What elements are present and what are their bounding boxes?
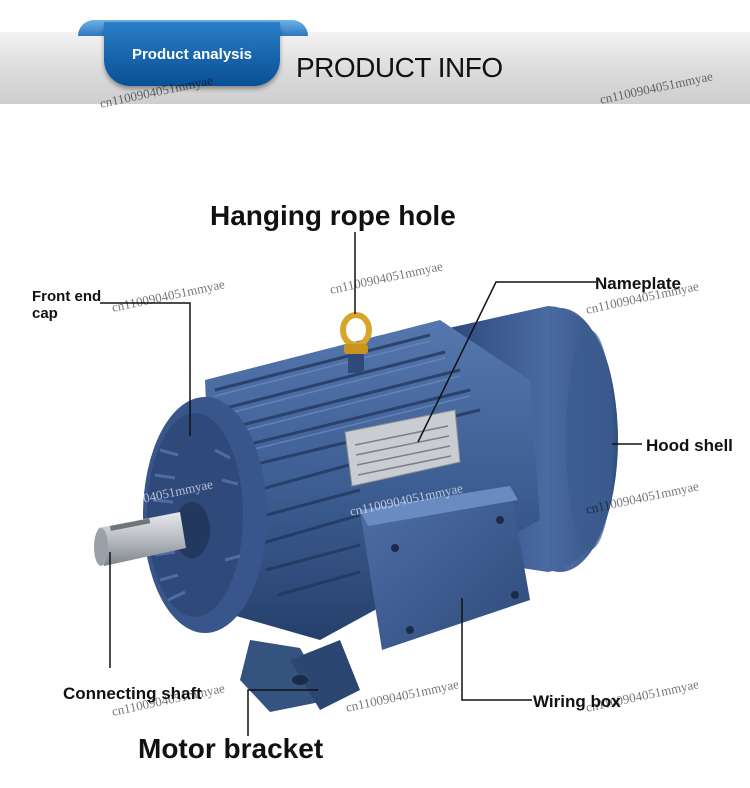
eyebolt bbox=[340, 312, 372, 373]
label-nameplate: Nameplate bbox=[595, 274, 681, 293]
label-hanging-rope-hole: Hanging rope hole bbox=[210, 200, 456, 231]
wiring-box bbox=[360, 486, 530, 650]
header-title: PRODUCT INFO bbox=[296, 52, 503, 83]
label-wiring-box: Wiring box bbox=[533, 692, 621, 711]
label-front-end-cap-line2: cap bbox=[32, 305, 58, 322]
callout-lines bbox=[100, 232, 642, 736]
front-end-cap bbox=[143, 397, 267, 633]
connecting-shaft bbox=[94, 512, 186, 566]
label-motor-bracket: Motor bracket bbox=[138, 733, 324, 764]
header-badge bbox=[104, 22, 280, 86]
label-front-end-cap: Front end cap bbox=[32, 288, 101, 322]
nameplate bbox=[344, 409, 461, 487]
motor-bracket bbox=[240, 640, 360, 712]
label-hood-shell: Hood shell bbox=[646, 436, 733, 455]
header-badge-label: Product analysis bbox=[131, 46, 253, 63]
label-connecting-shaft: Connecting shaft bbox=[63, 684, 202, 703]
label-front-end-cap-line1: Front end bbox=[32, 288, 102, 305]
